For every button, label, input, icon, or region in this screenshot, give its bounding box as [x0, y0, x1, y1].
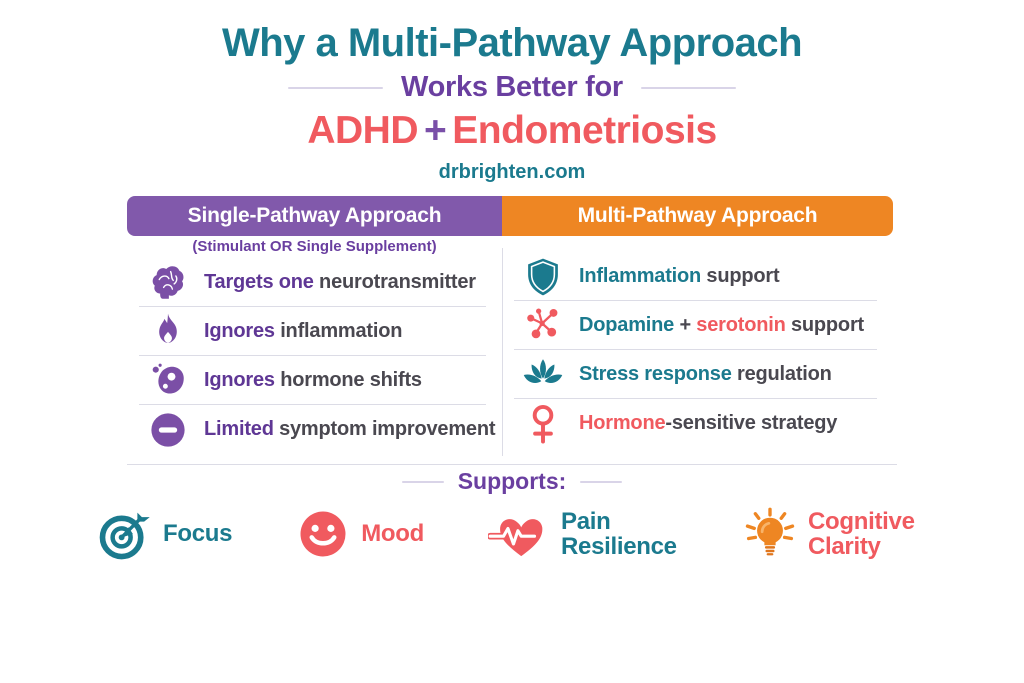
single-pathway-column: (Stimulant OR Single Supplement) Targets… — [127, 236, 502, 454]
flame-icon — [147, 311, 189, 353]
minus-circle-icon — [147, 409, 189, 451]
row-label: Ignores inflammation — [204, 320, 403, 342]
support-item-mood: Mood — [296, 507, 424, 561]
comparison-body: (Stimulant OR Single Supplement) Targets… — [127, 236, 893, 454]
support-item-pain-resilience: Pain Resilience — [487, 507, 679, 561]
condition-adhd: ADHD — [307, 109, 418, 152]
lotus-icon — [522, 354, 564, 396]
comparison-row: Ignores inflammation — [127, 307, 502, 356]
support-item-cognitive-clarity: Cognitive Clarity — [743, 507, 926, 561]
page-title: Why a Multi-Pathway Approach — [221, 21, 803, 65]
row-label: Inflammation support — [579, 265, 780, 287]
divider-dash-left — [288, 86, 384, 89]
comparison-headers: Single-Pathway Approach Multi-Pathway Ap… — [127, 196, 893, 236]
smiley-icon — [296, 507, 350, 561]
support-label: Cognitive Clarity — [807, 507, 915, 560]
comparison-row: Hormone-sensitive strategy — [502, 399, 893, 448]
hormone-drop-icon — [147, 360, 189, 402]
row-label: Targets one neurotransmitter — [204, 271, 476, 293]
condition-endometriosis: Endometriosis — [452, 109, 717, 152]
divider-dash-right — [580, 480, 623, 483]
molecule-icon — [522, 305, 564, 347]
heart-pulse-icon — [487, 507, 550, 561]
comparison-row: Stress response regulation — [502, 350, 893, 399]
comparison-row: Limited symptom improvement — [127, 405, 502, 454]
supports-label: Supports: — [457, 468, 567, 494]
subtitle-row: Works Better for — [0, 71, 1024, 104]
supports-items: Focus Mood Pain Resilience Cognitive Clarit… — [0, 507, 1024, 561]
support-label: Pain Resilience — [560, 507, 677, 560]
divider-dash-right — [640, 86, 736, 89]
page-subtitle: Works Better for — [401, 71, 623, 103]
comparison-row: Dopamine + serotonin support — [502, 301, 893, 350]
support-label: Focus — [163, 520, 233, 548]
row-label: Dopamine + serotonin support — [579, 314, 864, 336]
support-item-focus: Focus — [98, 507, 233, 561]
supports-section: Supports: Focus Mood Pain Resilience Cognit… — [0, 468, 1024, 561]
supports-label-row: Supports: — [0, 468, 1024, 495]
comparison-row: Targets one neurotransmitter — [127, 258, 502, 307]
divider-dash-left — [401, 480, 444, 483]
comparison-row: Inflammation support — [502, 252, 893, 301]
support-label: Mood — [361, 520, 424, 548]
brain-icon — [147, 262, 189, 304]
condition-plus: + — [424, 109, 447, 152]
condition-title: ADHD+Endometriosis — [0, 109, 1024, 152]
website-credit: drbrighten.com — [438, 160, 586, 183]
masthead: Why a Multi-Pathway Approach Works Bette… — [0, 22, 1024, 184]
target-icon — [98, 507, 152, 561]
comparison-table: Single-Pathway Approach Multi-Pathway Ap… — [127, 196, 893, 454]
column-divider-line — [502, 248, 503, 456]
female-icon — [522, 403, 564, 445]
row-label: Ignores hormone shifts — [204, 369, 422, 391]
row-label: Hormone-sensitive strategy — [579, 412, 838, 434]
shield-icon — [522, 256, 564, 298]
single-pathway-header: Single-Pathway Approach — [127, 196, 502, 236]
comparison-row: Ignores hormone shifts — [127, 356, 502, 405]
table-bottom-line — [127, 464, 897, 465]
row-label: Stress response regulation — [579, 363, 832, 385]
multi-pathway-header: Multi-Pathway Approach — [502, 196, 893, 236]
row-label: Limited symptom improvement — [204, 418, 496, 440]
lightbulb-icon — [743, 507, 797, 561]
single-pathway-subheader: (Stimulant OR Single Supplement) — [192, 238, 437, 255]
